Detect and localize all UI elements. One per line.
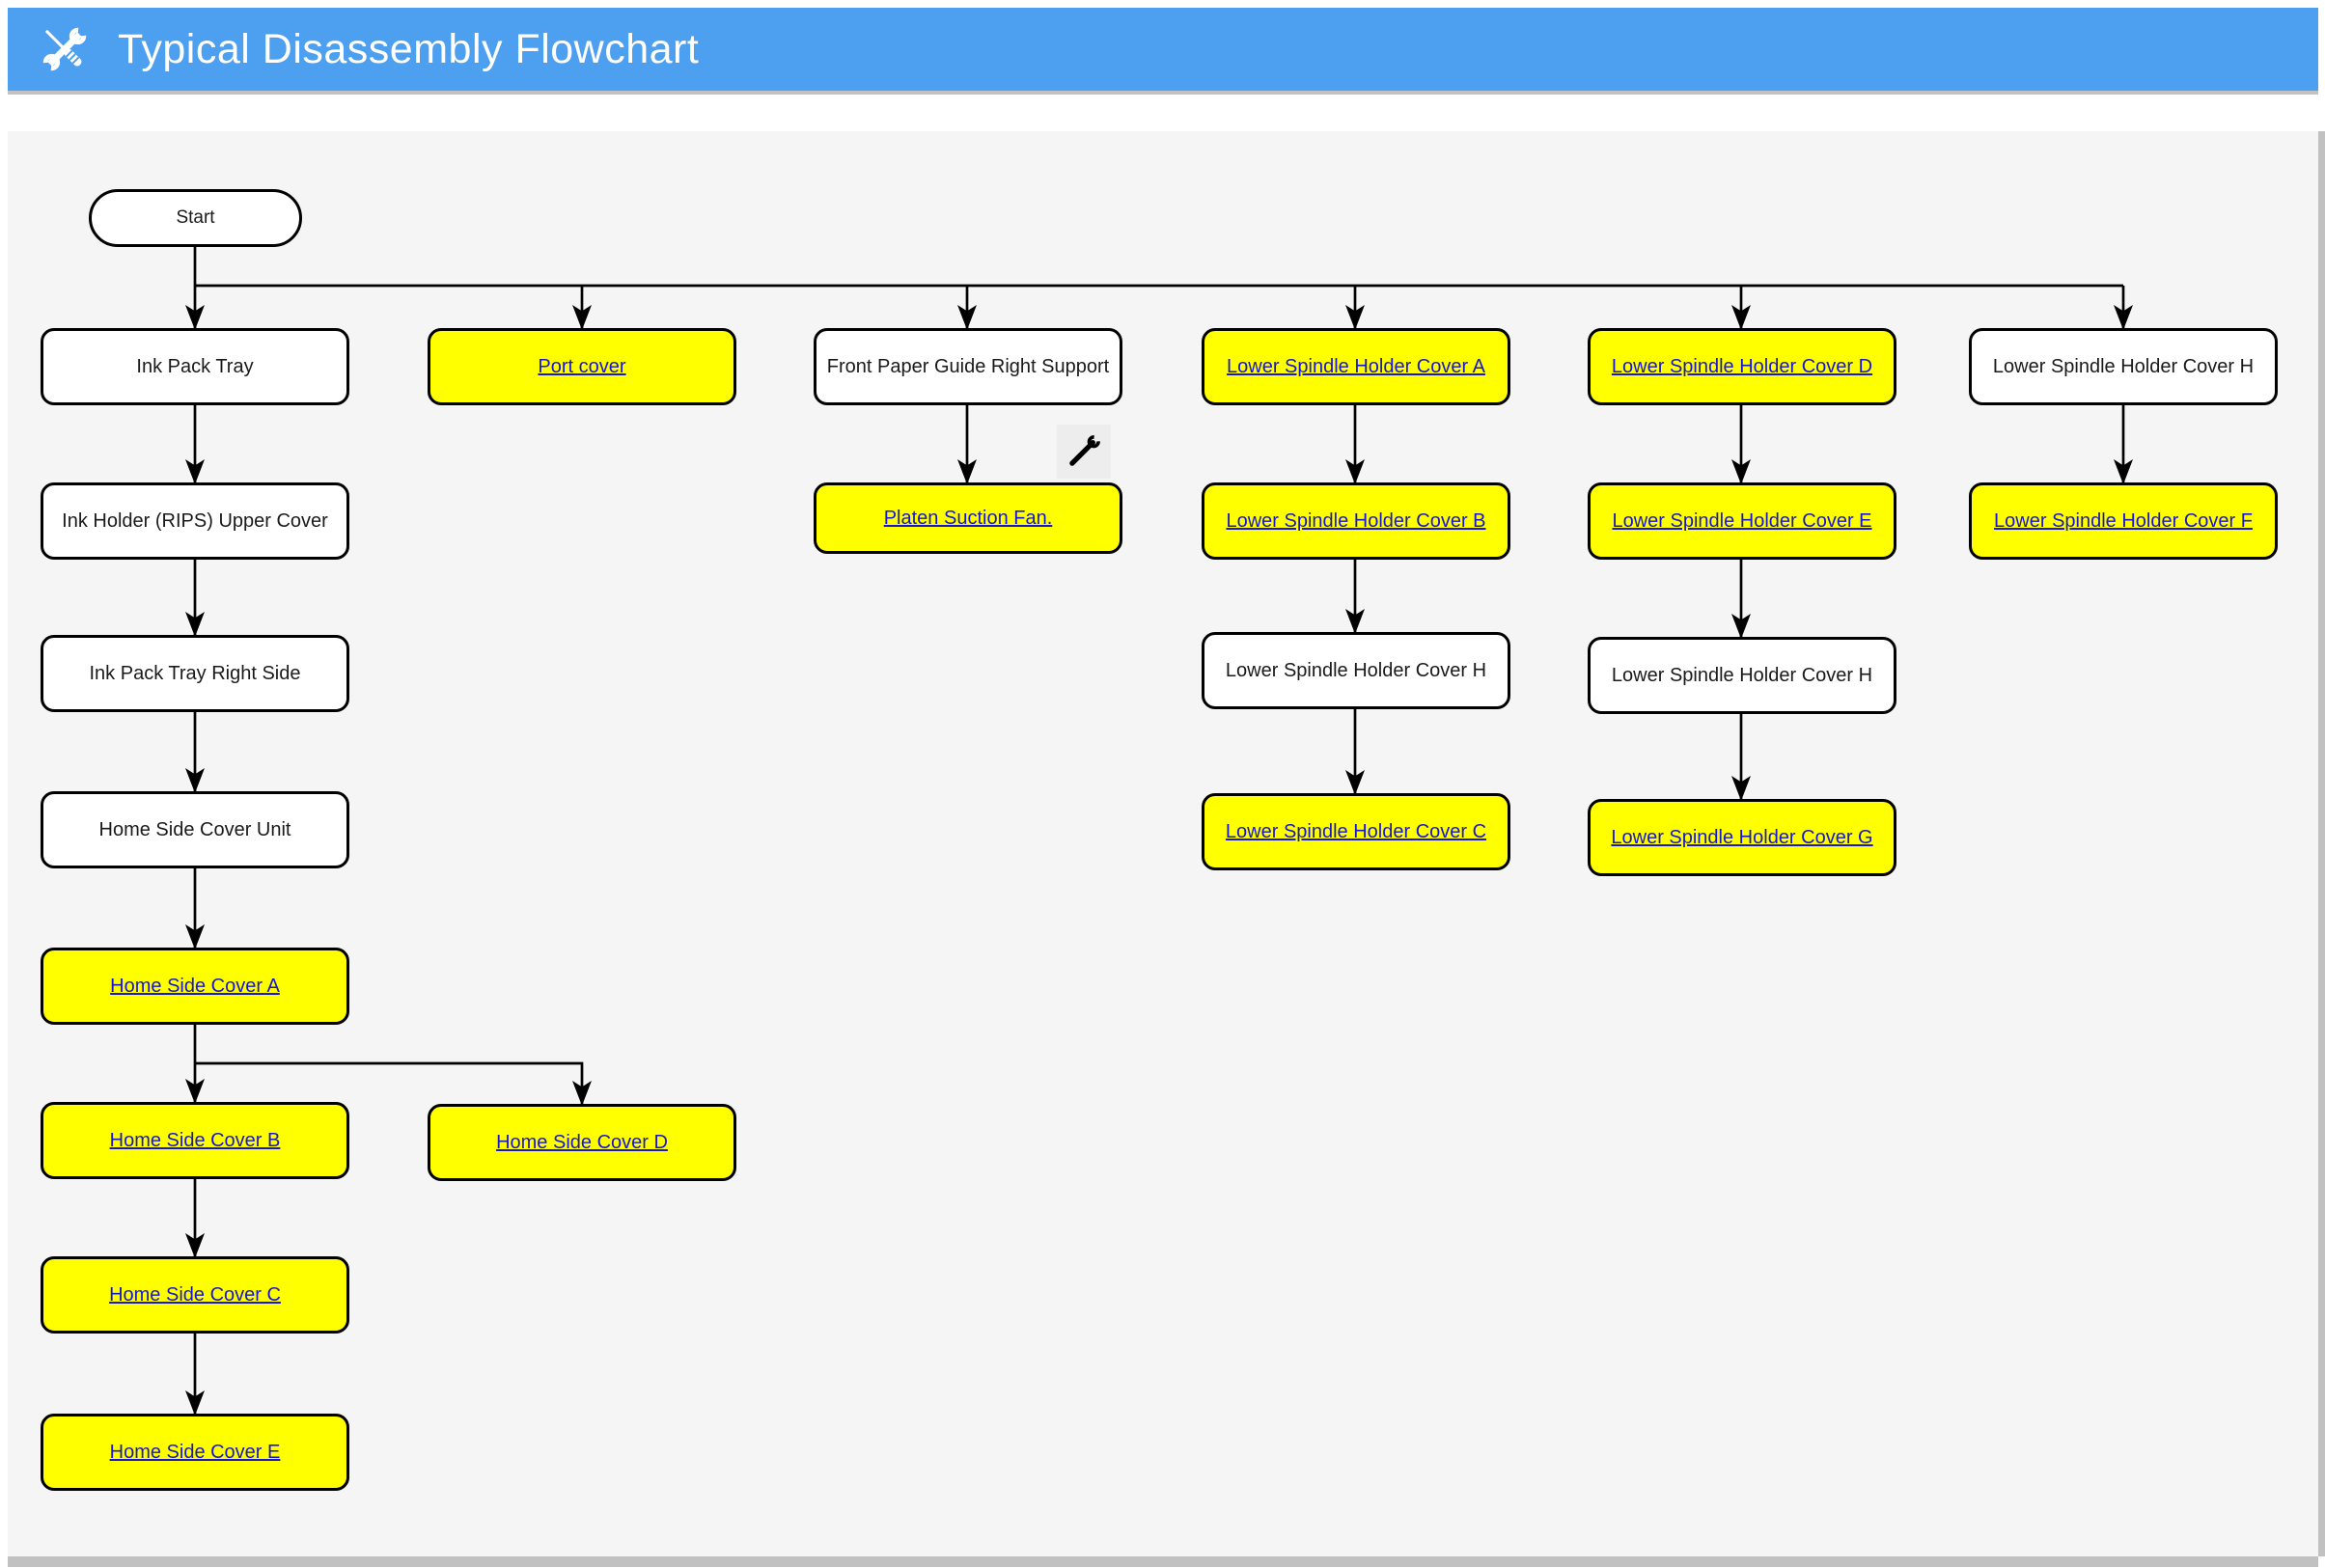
node-label-ink-pack-tray-right-side: Ink Pack Tray Right Side [89,662,301,684]
node-label-home-side-cover-e[interactable]: Home Side Cover E [109,1441,281,1463]
node-home-side-cover-e[interactable]: Home Side Cover E [41,1414,349,1491]
wrench-icon [1057,425,1111,479]
node-label-lower-spindle-holder-cover-e[interactable]: Lower Spindle Holder Cover E [1612,509,1872,532]
node-front-paper-guide-right-support: Front Paper Guide Right Support [814,328,1122,405]
node-lower-spindle-holder-cover-c[interactable]: Lower Spindle Holder Cover C [1202,793,1510,870]
node-ink-holder-rips-upper-cover: Ink Holder (RIPS) Upper Cover [41,482,349,560]
page-title: Typical Disassembly Flowchart [118,25,700,72]
node-label-home-side-cover-a[interactable]: Home Side Cover A [110,975,280,997]
wrench-icon-glyph [1069,435,1100,466]
node-label-platen-suction-fan[interactable]: Platen Suction Fan. [883,507,1053,529]
node-home-side-cover-a[interactable]: Home Side Cover A [41,948,349,1025]
node-label-home-side-cover-unit: Home Side Cover Unit [98,818,291,840]
node-label-lower-spindle-holder-cover-d[interactable]: Lower Spindle Holder Cover D [1611,355,1873,377]
node-label-home-side-cover-d[interactable]: Home Side Cover D [496,1131,668,1153]
app-header: Typical Disassembly Flowchart [8,8,2318,91]
node-label-lower-spindle-holder-cover-h-3: Lower Spindle Holder Cover H [1992,355,2255,377]
node-home-side-cover-c[interactable]: Home Side Cover C [41,1256,349,1334]
node-lower-spindle-holder-cover-d[interactable]: Lower Spindle Holder Cover D [1588,328,1896,405]
node-lower-spindle-holder-cover-h-3: Lower Spindle Holder Cover H [1969,328,2278,405]
node-lower-spindle-holder-cover-b[interactable]: Lower Spindle Holder Cover B [1202,482,1510,560]
node-label-lower-spindle-holder-cover-f[interactable]: Lower Spindle Holder Cover F [1994,509,2253,532]
node-label-start: Start [176,207,215,228]
horizontal-scrollbar[interactable] [8,1556,2318,1567]
node-home-side-cover-unit: Home Side Cover Unit [41,791,349,868]
node-label-ink-holder-rips-upper-cover: Ink Holder (RIPS) Upper Cover [62,509,328,532]
node-label-port-cover[interactable]: Port cover [538,355,626,377]
node-label-lower-spindle-holder-cover-h-2: Lower Spindle Holder Cover H [1611,664,1873,686]
tools-icon [42,27,87,71]
node-lower-spindle-holder-cover-a[interactable]: Lower Spindle Holder Cover A [1202,328,1510,405]
node-label-lower-spindle-holder-cover-h-1: Lower Spindle Holder Cover H [1225,659,1487,681]
node-start: Start [89,189,302,247]
node-label-lower-spindle-holder-cover-c[interactable]: Lower Spindle Holder Cover C [1225,820,1487,842]
node-lower-spindle-holder-cover-g[interactable]: Lower Spindle Holder Cover G [1588,799,1896,876]
node-label-ink-pack-tray: Ink Pack Tray [136,355,254,377]
connector-12 [195,1061,592,1106]
node-port-cover[interactable]: Port cover [428,328,736,405]
node-label-lower-spindle-holder-cover-b[interactable]: Lower Spindle Holder Cover B [1226,509,1486,532]
node-label-lower-spindle-holder-cover-g[interactable]: Lower Spindle Holder Cover G [1611,826,1873,848]
node-platen-suction-fan[interactable]: Platen Suction Fan. [814,482,1122,554]
node-lower-spindle-holder-cover-h-1: Lower Spindle Holder Cover H [1202,632,1510,709]
node-label-home-side-cover-b[interactable]: Home Side Cover B [109,1129,281,1151]
node-lower-spindle-holder-cover-e[interactable]: Lower Spindle Holder Cover E [1588,482,1896,560]
node-lower-spindle-holder-cover-h-2: Lower Spindle Holder Cover H [1588,637,1896,714]
node-label-home-side-cover-c[interactable]: Home Side Cover C [109,1283,281,1306]
node-ink-pack-tray-right-side: Ink Pack Tray Right Side [41,635,349,712]
vertical-scrollbar[interactable] [2318,131,2325,1556]
node-ink-pack-tray: Ink Pack Tray [41,328,349,405]
node-label-lower-spindle-holder-cover-a[interactable]: Lower Spindle Holder Cover A [1227,355,1485,377]
node-label-front-paper-guide-right-support: Front Paper Guide Right Support [826,355,1110,377]
node-home-side-cover-d[interactable]: Home Side Cover D [428,1104,736,1181]
node-lower-spindle-holder-cover-f[interactable]: Lower Spindle Holder Cover F [1969,482,2278,560]
node-home-side-cover-b[interactable]: Home Side Cover B [41,1102,349,1179]
